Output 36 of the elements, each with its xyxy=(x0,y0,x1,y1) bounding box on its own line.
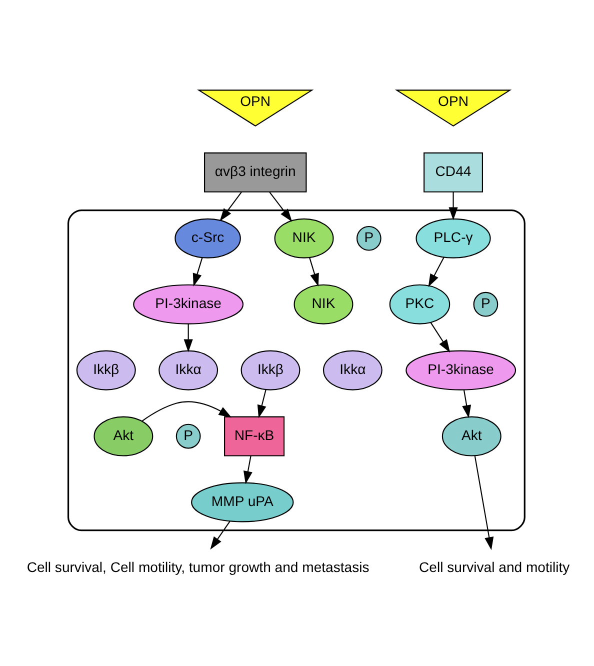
node-ellipse: c-Src xyxy=(174,218,241,258)
node-ellipse: PI-3kinase xyxy=(133,284,244,324)
node-ellipse: Ikkα xyxy=(158,350,218,390)
node-circle: P xyxy=(356,226,382,251)
node-ellipse: Akt xyxy=(94,416,154,456)
node-box: αvβ3 integrin xyxy=(204,152,307,192)
node-ellipse: Ikkβ xyxy=(240,350,300,390)
node-circle: P xyxy=(473,292,498,317)
node-text: Cell survival and motility xyxy=(419,558,570,575)
node-ellipse: Ikkβ xyxy=(76,350,136,390)
arrow xyxy=(448,192,458,220)
arrow xyxy=(210,521,230,550)
node-ellipse: NIK xyxy=(274,218,334,258)
node-box: CD44 xyxy=(424,152,483,192)
node-ellipse: Akt xyxy=(442,416,502,456)
node-box: NF-κB xyxy=(224,416,285,456)
node-ellipse: PKC xyxy=(389,284,450,324)
arrow xyxy=(243,456,252,484)
node-text: Cell survival, Cell motility, tumor growth and metastasis xyxy=(26,558,370,575)
arrow xyxy=(192,257,203,286)
arrow xyxy=(257,390,266,418)
node-ellipse: PLC-γ xyxy=(416,218,491,258)
node-ellipse: PI-3kinase xyxy=(406,350,516,390)
node-circle: P xyxy=(176,424,201,449)
node-ellipse: Ikkα xyxy=(322,350,382,390)
arrow xyxy=(428,256,444,288)
arrow xyxy=(474,456,494,550)
arrow xyxy=(309,257,319,286)
arrow xyxy=(462,390,472,418)
arrow xyxy=(269,192,292,222)
node-ellipse: MMP uPA xyxy=(191,482,294,522)
arrow xyxy=(184,324,193,352)
arrow xyxy=(142,401,232,422)
arrow xyxy=(430,322,450,353)
arrow xyxy=(220,192,242,222)
node-ellipse: NIK xyxy=(294,284,354,324)
